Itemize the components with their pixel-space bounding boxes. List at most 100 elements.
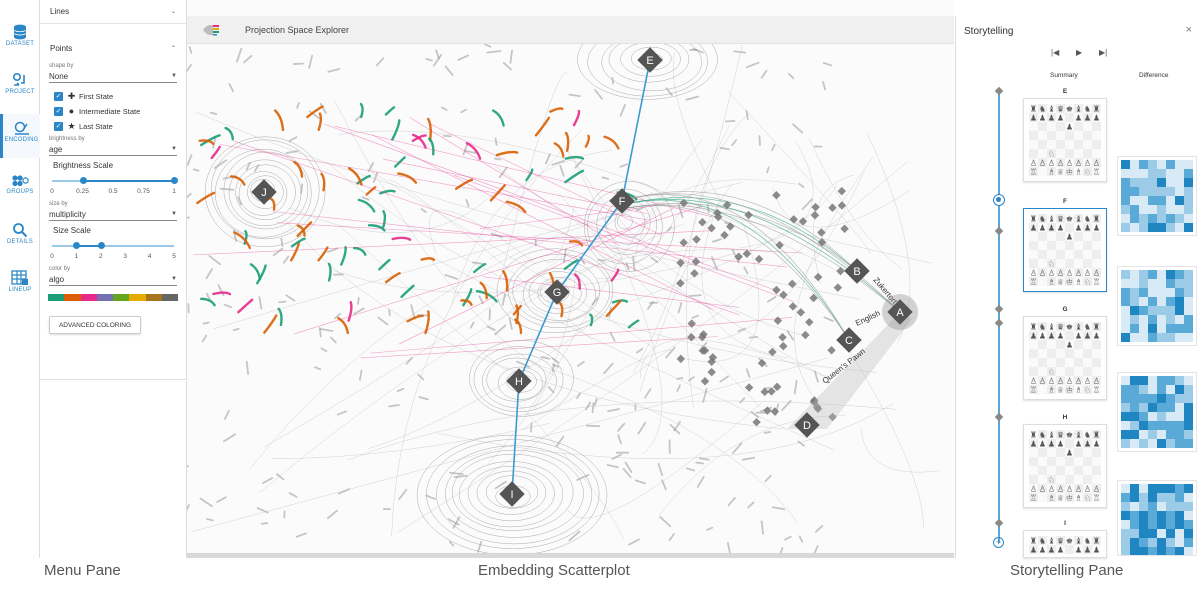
check-intermediate-state[interactable]: ✓ ● Intermediate State [54,105,186,117]
slider-knob-high[interactable] [171,177,178,184]
heatmap-cell [1130,297,1139,306]
colored-trajectory [210,145,221,160]
board-square [1065,268,1074,277]
skip-back-icon[interactable]: |◀ [1051,48,1060,57]
heatmap-cell [1130,538,1139,547]
board-square [1092,322,1101,331]
rail-details[interactable]: DETAILS [0,216,40,260]
slider-knob-low[interactable] [79,177,87,184]
lines-accordion[interactable]: Lines ⌄ [40,0,186,24]
difference-heatmap[interactable] [1117,372,1197,452]
rail-encoding[interactable]: ENCODING [0,114,40,158]
rail-dataset[interactable]: DATASET [0,18,40,62]
add-state-icon[interactable]: + [993,537,1004,548]
slider-knob-low[interactable] [73,242,81,249]
pink-connector [453,174,794,302]
heatmap-cell [1157,223,1166,232]
board-square [1074,340,1083,349]
color-by-select[interactable]: algo ▼ [49,273,177,286]
heatmap-cell [1175,279,1184,288]
difference-heatmap[interactable] [1117,156,1197,236]
trajectory-segment [280,237,284,247]
trajectory-segment [719,375,729,383]
shape-by-select[interactable]: None ▼ [49,70,177,83]
timeline-marker[interactable] [994,518,1004,528]
points-accordion[interactable]: Points ⌃ [40,36,186,60]
summary-board[interactable]: ♜♞♝♛♚♝♞♜♟♟♟♟♟♟♟♟♘♙♙♙♙♙♙♙♙♖♗♕♔♗♘♖ [1023,98,1107,182]
colored-trajectory [290,237,306,248]
difference-heatmap[interactable] [1117,480,1197,556]
board-square [1056,113,1065,122]
close-icon[interactable]: × [1185,24,1192,36]
heatmap-cell [1184,529,1193,538]
rail-lineup[interactable]: LINEUP [0,264,40,308]
check-last-state[interactable]: ✓ ★ Last State [54,120,186,132]
colored-trajectory [465,142,482,160]
board-square [1083,439,1092,448]
board-square [1029,158,1038,167]
summary-board[interactable]: ♜♞♝♛♚♝♞♜♟♟♟♟♟♟♟♟♘♙♙♙♙♙♙♙♙♖♗♕♔♗♘♖ [1023,316,1107,400]
connector-line [534,139,702,409]
trajectory-segment [822,81,827,91]
node-marker [794,412,820,438]
slider-knob-high[interactable] [97,242,105,249]
timeline-current-marker[interactable] [993,194,1005,206]
chess-piece-icon: ♞ [1084,215,1091,224]
state-diamond [700,377,710,386]
brightness-slider[interactable] [52,177,178,185]
board-square [1038,268,1047,277]
trajectory-segment [591,402,595,414]
rail-project[interactable]: PROJECT [0,66,40,110]
colored-trajectory [337,317,350,335]
colored-trajectory [400,284,415,299]
trajectory-segment [285,294,296,302]
heatmap-cell [1184,412,1193,421]
checkbox-checked-icon[interactable]: ✓ [54,121,63,131]
board-square [1083,358,1092,367]
connector-line [866,132,911,342]
connector-line [701,202,788,359]
summary-board[interactable]: ♜♞♝♛♚♝♞♜♟♟♟♟♟♟♟♟♘♙♙♙♙♙♙♙♙♖♗♕♔♗♘♖ [1023,208,1107,292]
board-square [1038,376,1047,385]
advanced-coloring-button[interactable]: ADVANCED COLORING [49,316,141,334]
difference-heatmap[interactable] [1117,266,1197,346]
scatter-scrollbar[interactable] [187,553,954,558]
summary-board[interactable]: ♜♞♝♛♚♝♞♜♟♟♟♟♟♟♟♟♘♙♙♙♙♙♙♙♙♖♗♕♔♗♘♖ [1023,424,1107,508]
heatmap-cell [1157,412,1166,421]
board-square [1092,439,1101,448]
trajectory-segment [361,196,370,201]
chess-piece-icon: ♙ [1075,269,1082,278]
board-square [1056,131,1065,140]
timeline-marker[interactable] [994,412,1004,422]
timeline-marker[interactable] [994,304,1004,314]
board-square [1083,104,1092,113]
heatmap-cell [1157,511,1166,520]
checkbox-checked-icon[interactable]: ✓ [54,91,63,101]
rail-groups[interactable]: GROUPS [0,168,40,212]
size-by-select[interactable]: multiplicity ▼ [49,208,177,221]
size-slider[interactable] [52,242,174,250]
heatmap-cell [1157,315,1166,324]
check-first-state[interactable]: ✓ ✚ First State [54,90,186,102]
brightness-by-select[interactable]: age ▼ [49,143,177,156]
timeline-marker[interactable] [994,226,1004,236]
board-square [1074,268,1083,277]
board-square [1029,349,1038,358]
board-square [1074,322,1083,331]
skip-forward-icon[interactable]: ▶| [1099,48,1108,57]
summary-board[interactable]: ♜♞♝♛♚♝♞♜♟♟♟♟♟♟♟ [1023,530,1107,558]
chess-piece-icon: ♟ [1039,114,1046,123]
chess-piece-icon: ♙ [1048,485,1055,494]
connector-line [672,52,727,212]
summary-header: Summary [1050,72,1078,79]
density-contour [458,461,564,528]
timeline-marker[interactable] [994,318,1004,328]
play-icon[interactable]: ▶ [1076,48,1083,57]
heatmap-cell [1121,169,1130,178]
checkbox-checked-icon[interactable]: ✓ [54,106,63,116]
timeline-marker[interactable] [994,86,1004,96]
chess-piece-icon: ♙ [1066,269,1073,278]
node-label: B [853,266,860,278]
